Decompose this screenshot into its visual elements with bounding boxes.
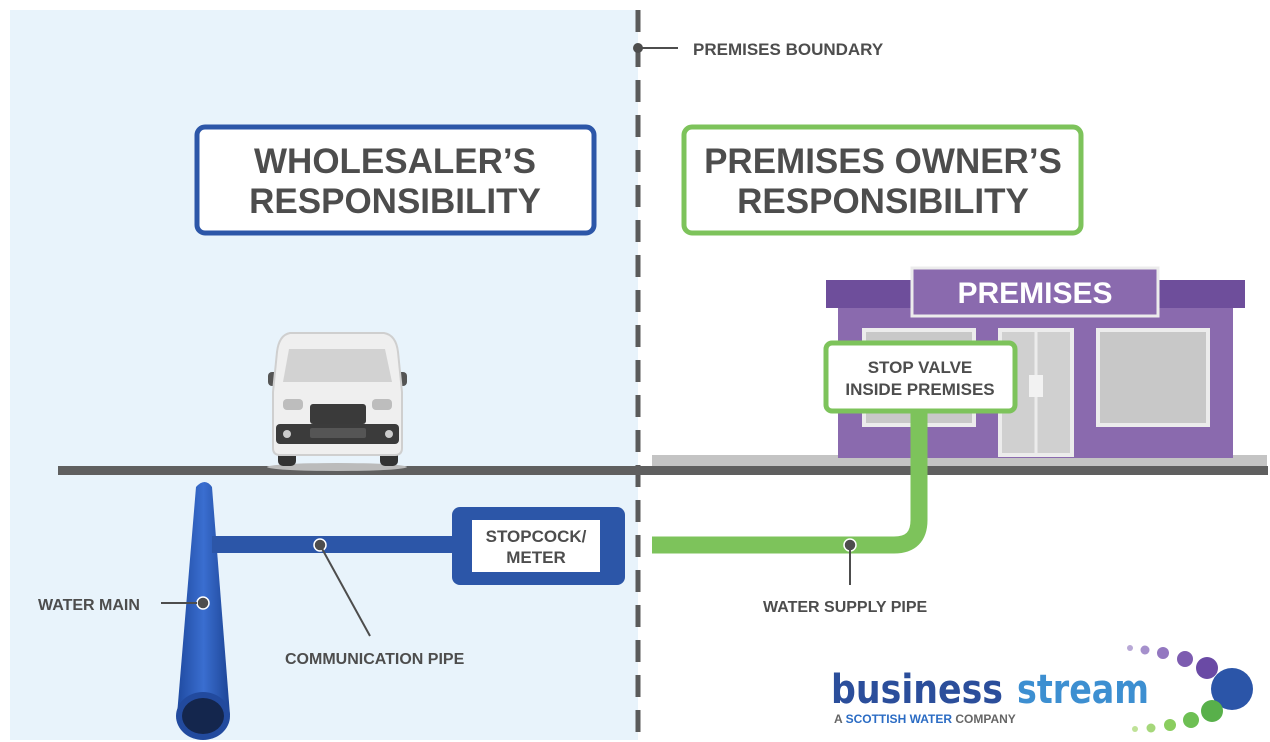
van-icon xyxy=(267,332,407,471)
logo-tagline-suffix: COMPANY xyxy=(952,712,1016,726)
premises-boundary-label: PREMISES BOUNDARY xyxy=(693,40,884,59)
owner-title-line1: PREMISES OWNER’S xyxy=(704,142,1062,181)
communication-pipe-pointer-line xyxy=(319,544,371,637)
communication-pipe xyxy=(212,536,456,553)
premises-sign: PREMISES xyxy=(957,277,1112,310)
logo-tagline: A SCOTTISH WATER COMPANY xyxy=(834,712,1016,726)
owner-title-line2: RESPONSIBILITY xyxy=(737,182,1029,221)
logo-tagline-prefix: A xyxy=(834,712,846,726)
logo-dots-icon xyxy=(1127,645,1253,733)
water-main-label: WATER MAIN xyxy=(38,597,140,614)
wholesaler-title-line2: RESPONSIBILITY xyxy=(249,182,541,221)
water-supply-pipe-label: WATER SUPPLY PIPE xyxy=(763,599,928,616)
logo-word-stream: stream xyxy=(1017,667,1149,713)
owner-responsibility-box xyxy=(681,124,1084,236)
communication-pipe-label: COMMUNICATION PIPE xyxy=(285,651,465,668)
wholesaler-title-line1: WHOLESALER’S xyxy=(254,142,536,181)
stopcock-line1: STOPCOCK/ xyxy=(486,527,587,546)
stop-valve-box xyxy=(823,340,1018,414)
water-supply-pipe xyxy=(652,410,928,554)
stopcock-meter-panel xyxy=(472,520,600,572)
water-main-pointer-dot xyxy=(196,596,210,610)
stop-valve-line2: INSIDE PREMISES xyxy=(845,380,994,399)
business-stream-logo: business stream A SCOTTISH WATER COMPANY xyxy=(831,645,1253,733)
logo-word-business: business xyxy=(831,667,1003,713)
wholesaler-responsibility-box xyxy=(194,124,597,236)
ground-line xyxy=(58,466,1268,475)
stopcock-line2: METER xyxy=(506,548,566,567)
logo-tagline-brand: SCOTTISH WATER xyxy=(846,712,953,726)
stop-valve-line1: STOP VALVE xyxy=(868,358,973,377)
